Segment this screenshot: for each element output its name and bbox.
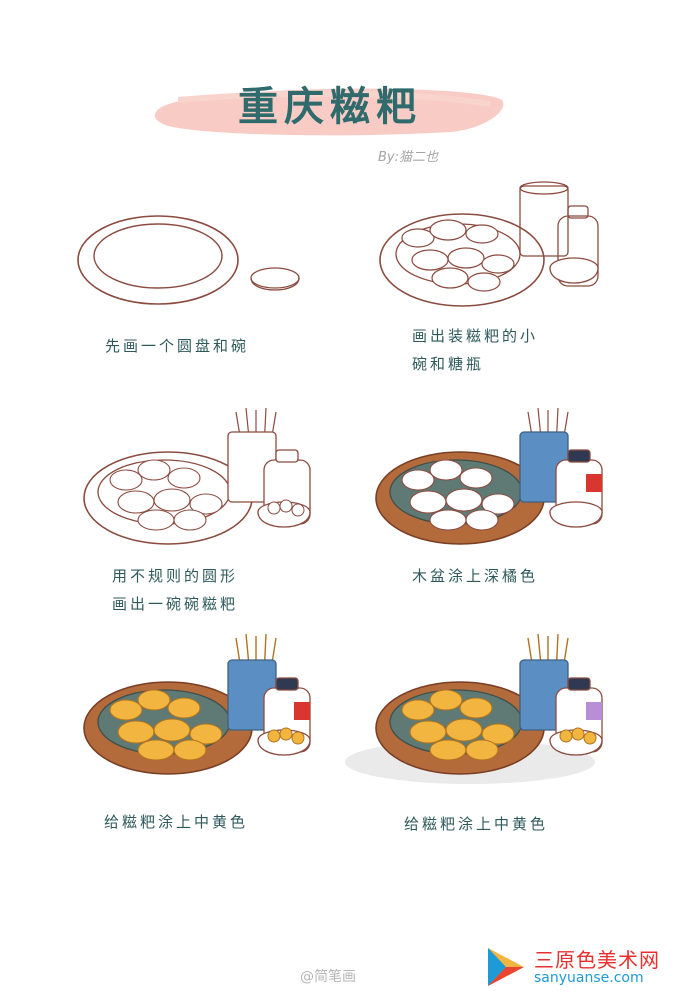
step-5-caption-line1: 给糍粑涂上中黄色 <box>104 813 249 831</box>
step-3-illustration <box>83 408 311 545</box>
step-6-caption: 给糍粑涂上中黄色 <box>404 810 548 838</box>
title-brush-stroke <box>154 88 504 136</box>
step-5-caption: 给糍粑涂上中黄色 <box>104 808 248 836</box>
step-1-illustration <box>77 215 300 305</box>
step-6-illustration <box>345 633 603 784</box>
step-6-caption-line1: 给糍粑涂上中黄色 <box>404 815 549 833</box>
step-4-caption-line1: 木盆涂上深橘色 <box>412 567 539 585</box>
step-2-caption: 画出装糍粑的小 碗和糖瓶 <box>412 322 538 378</box>
step-5-illustration <box>83 633 311 775</box>
step-2-caption-line1: 画出装糍粑的小 <box>412 327 539 345</box>
step-2-caption-line2: 碗和糖瓶 <box>412 355 485 373</box>
step-3-caption-line2: 画出一碗碗糍粑 <box>112 595 239 613</box>
step-2-illustration <box>379 181 599 307</box>
step-1-caption: 先画一个圆盘和碗 <box>105 332 249 360</box>
weibo-handle: @简笔画 <box>300 969 356 985</box>
step-1-caption-line1: 先画一个圆盘和碗 <box>105 337 250 355</box>
watermark-url: sanyuanse.com <box>534 970 644 986</box>
page-title: 重庆糍粑 <box>238 84 422 130</box>
watermark-name: 三原色美术网 <box>534 948 660 972</box>
play-logo-icon <box>488 948 524 986</box>
step-3-caption: 用不规则的圆形 画出一碗碗糍粑 <box>112 562 238 618</box>
step-3-caption-line1: 用不规则的圆形 <box>112 567 239 585</box>
step-4-caption: 木盆涂上深橘色 <box>412 562 538 590</box>
site-watermark: 三原色美术网 sanyuanse.com <box>476 938 686 994</box>
step-4-illustration <box>375 408 603 545</box>
author-credit: By:猫二也 <box>378 150 438 165</box>
